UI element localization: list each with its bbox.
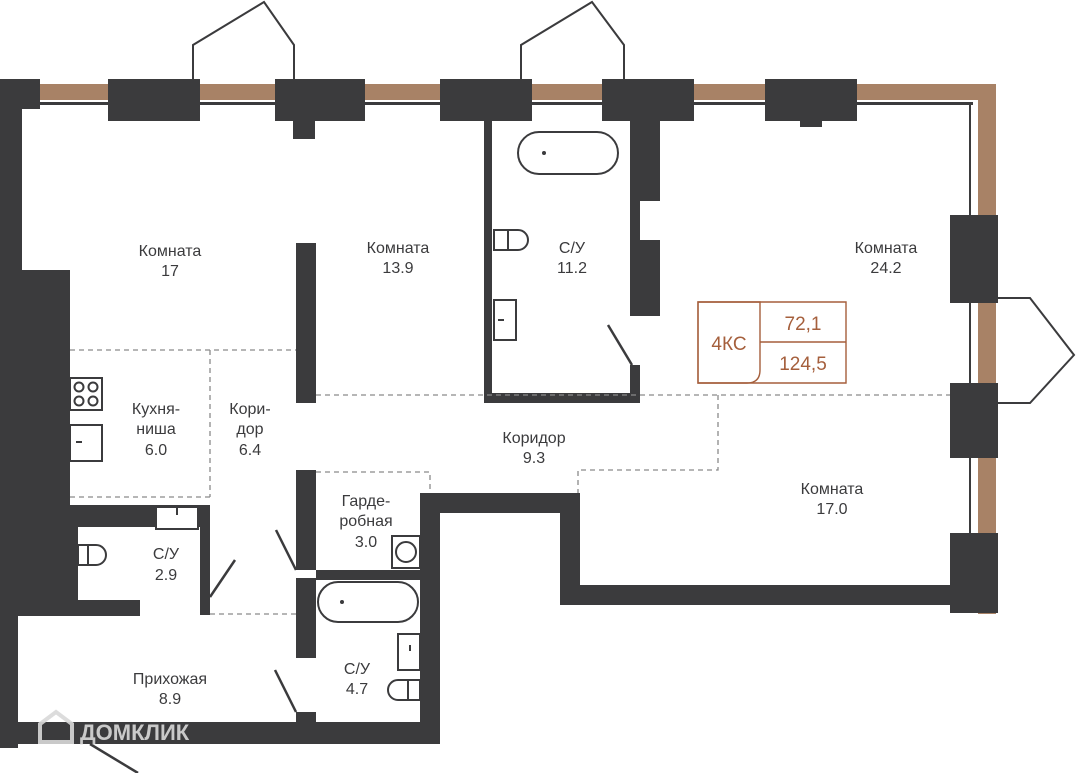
toilet (77, 544, 107, 566)
room-name: Гарде- (342, 493, 391, 510)
kitchen-sink (69, 424, 103, 462)
bathtub (517, 131, 619, 175)
bay-window-right (996, 297, 1076, 404)
wall-bath-west (484, 121, 492, 401)
door (274, 529, 298, 571)
room-area: 4.7 (346, 681, 368, 698)
wall-bottom-mid (298, 722, 440, 744)
door (273, 669, 298, 713)
room-name: Кухня- (132, 401, 180, 418)
sink (397, 633, 421, 671)
room-area: 9.3 (523, 450, 545, 467)
room-name: С/У (559, 240, 586, 257)
watermark: ДОМКЛИК (38, 709, 190, 745)
zone-line (577, 395, 719, 493)
wall-shaft-top (420, 493, 580, 513)
wall-corridor-west-lower (296, 578, 316, 658)
door (89, 742, 139, 773)
apartment-type: 4КС (711, 334, 746, 355)
door (606, 324, 634, 366)
bay-window-center (520, 0, 625, 79)
area-badge: 4КС 72,1 124,5 (697, 301, 847, 384)
wall-room-24-top (640, 121, 660, 201)
stove (69, 377, 103, 411)
pier (440, 79, 532, 121)
room-name-2: ниша (136, 421, 176, 438)
pier (108, 79, 200, 121)
living-area: 72,1 (785, 314, 822, 335)
room-area: 11.2 (557, 260, 587, 277)
pier (765, 79, 857, 121)
pier (950, 215, 998, 303)
wall-bath-bottom (484, 393, 640, 403)
wall-wardrobe-bottom (316, 570, 440, 580)
room-area: 8.9 (159, 691, 181, 708)
pier (293, 121, 315, 139)
wall-bottom-left (0, 722, 315, 744)
wall-bath-east (630, 121, 640, 316)
pier (800, 121, 822, 127)
watermark-text: ДОМКЛИК (80, 720, 190, 745)
room-area: 6.0 (145, 442, 167, 459)
room-area: 2.9 (155, 567, 177, 584)
toilet (493, 229, 529, 251)
wall-bottom-right-v (560, 493, 580, 603)
wall-left-mid (52, 270, 70, 610)
wall-corridor-west (296, 470, 316, 570)
house-logo-icon (38, 709, 74, 744)
sink (493, 299, 517, 341)
pier (275, 79, 365, 121)
wall-left-shaft (0, 270, 52, 600)
room-name-2: робная (339, 513, 392, 530)
door (208, 559, 237, 598)
room-area: 3.0 (355, 534, 377, 551)
toilet (387, 679, 421, 701)
bathtub (317, 581, 419, 623)
room-name: С/У (153, 546, 180, 563)
room-name: С/У (344, 661, 371, 678)
bay-window-left (192, 0, 295, 79)
wall-bath-east-low (630, 365, 640, 403)
badge-tab (697, 301, 761, 384)
room-area: 6.4 (239, 442, 261, 459)
wall-wc-right (200, 505, 210, 615)
wall-left-lower (0, 598, 18, 748)
wall-bottom-right (560, 585, 970, 605)
room-area: 24.2 (870, 260, 901, 277)
room-name: Комната (801, 481, 864, 498)
wall-wc-bottom (18, 600, 140, 616)
pier (950, 383, 998, 458)
room-name: Комната (139, 243, 202, 260)
room-name: Комната (855, 240, 918, 257)
room-area: 13.9 (382, 260, 413, 277)
room-name: Комната (367, 240, 430, 257)
room-name: Прихожая (133, 671, 207, 688)
total-area: 124,5 (779, 354, 827, 375)
wall-room-13-9 (296, 243, 316, 403)
wall-corridor-west-bottom (296, 712, 316, 734)
wall-bath-small-right (420, 570, 440, 744)
room-area: 17.0 (816, 501, 847, 518)
wall-left-upper (0, 79, 22, 279)
room-name: Кори- (229, 401, 270, 418)
zone-line (316, 471, 431, 493)
wall-room-24-mid (640, 240, 660, 316)
room-area: 17 (161, 263, 179, 280)
pier (950, 533, 998, 613)
room-name-2: дор (236, 421, 263, 438)
wall-wc-left (70, 505, 78, 615)
room-name: Коридор (502, 430, 565, 447)
pier (602, 79, 694, 121)
